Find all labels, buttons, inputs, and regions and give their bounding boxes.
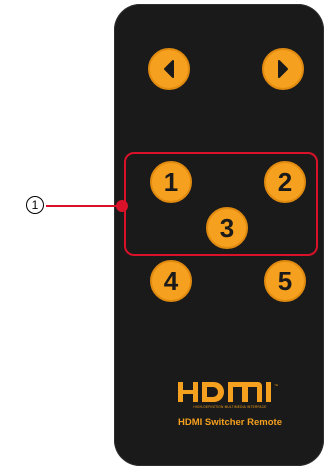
next-button[interactable]	[262, 48, 304, 90]
svg-text:™: ™	[274, 383, 278, 388]
input-1-button[interactable]: 1	[150, 161, 192, 203]
chevron-left-icon	[164, 60, 174, 78]
prev-button[interactable]	[148, 48, 190, 90]
hdmi-logo: ™	[178, 382, 278, 402]
input-2-button[interactable]: 2	[264, 161, 306, 203]
hdmi-logo-tagline: HIGH-DEFINITION MULTIMEDIA INTERFACE	[193, 405, 267, 409]
chevron-right-icon	[278, 60, 288, 78]
callout-leader-line	[46, 205, 122, 207]
remote-name-label: HDMI Switcher Remote	[178, 417, 282, 428]
input-5-button[interactable]: 5	[264, 260, 306, 302]
input-4-button[interactable]: 4	[150, 260, 192, 302]
callout-highlight-box	[124, 152, 318, 256]
callout-number-label: 1	[26, 196, 44, 214]
callout-anchor-dot	[116, 200, 128, 212]
input-3-button[interactable]: 3	[206, 207, 248, 249]
